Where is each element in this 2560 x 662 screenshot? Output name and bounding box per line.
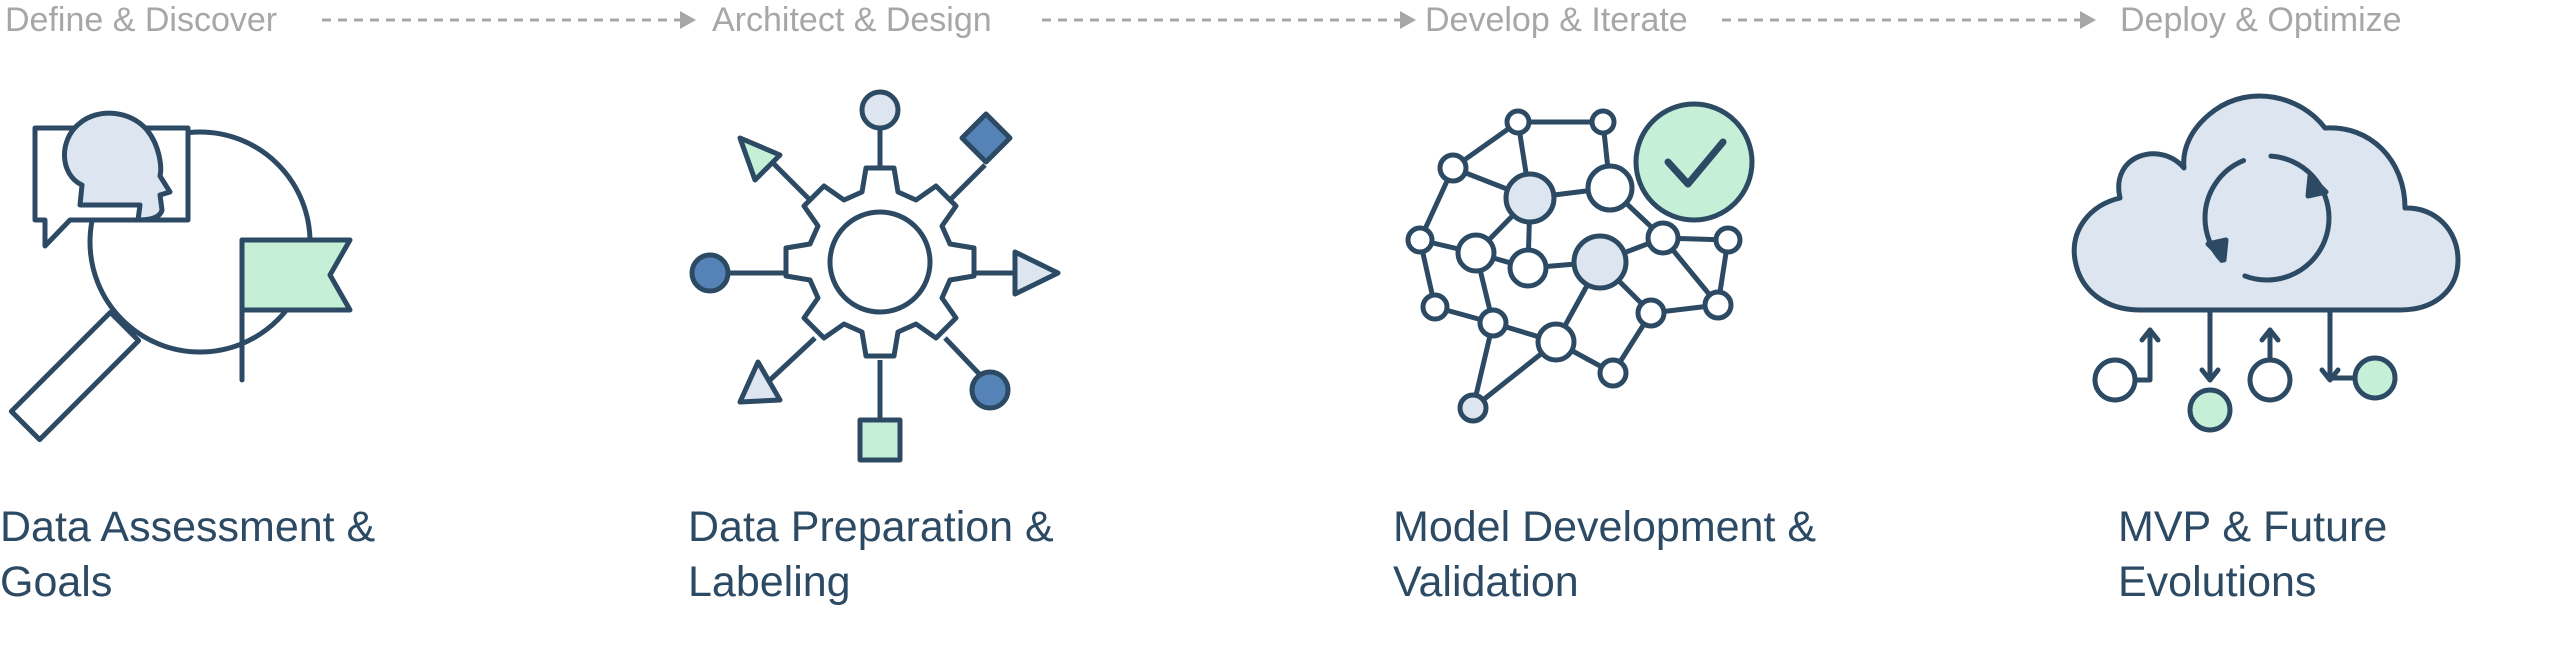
phase-architect-design: Architect & Design [712, 1, 992, 39]
step-title-mvp: MVP & Future Evolutions [2118, 503, 2388, 606]
phase-row: Define & Discover Architect & Design Dev… [0, 0, 2560, 40]
gear-with-shapes-icon [689, 89, 1061, 463]
magnifier-head-flag-icon [8, 110, 353, 443]
cloud-deploy-icon [2071, 93, 2461, 433]
step-title-data-preparation: Data Preparation & Labeling [688, 503, 1054, 606]
step-title-data-assessment: Data Assessment & Goals [0, 503, 376, 606]
neural-network-check-icon [1405, 101, 1755, 424]
phase-define-discover: Define & Discover [5, 1, 278, 39]
phase-arrow-2 [1042, 11, 1416, 29]
step-title-model-development: Model Development & Validation [1393, 503, 1817, 606]
phase-develop-iterate: Develop & Iterate [1425, 1, 1688, 39]
phase-arrow-3 [1722, 11, 2096, 29]
phase-deploy-optimize: Deploy & Optimize [2120, 1, 2402, 39]
phase-arrow-1 [322, 11, 696, 29]
